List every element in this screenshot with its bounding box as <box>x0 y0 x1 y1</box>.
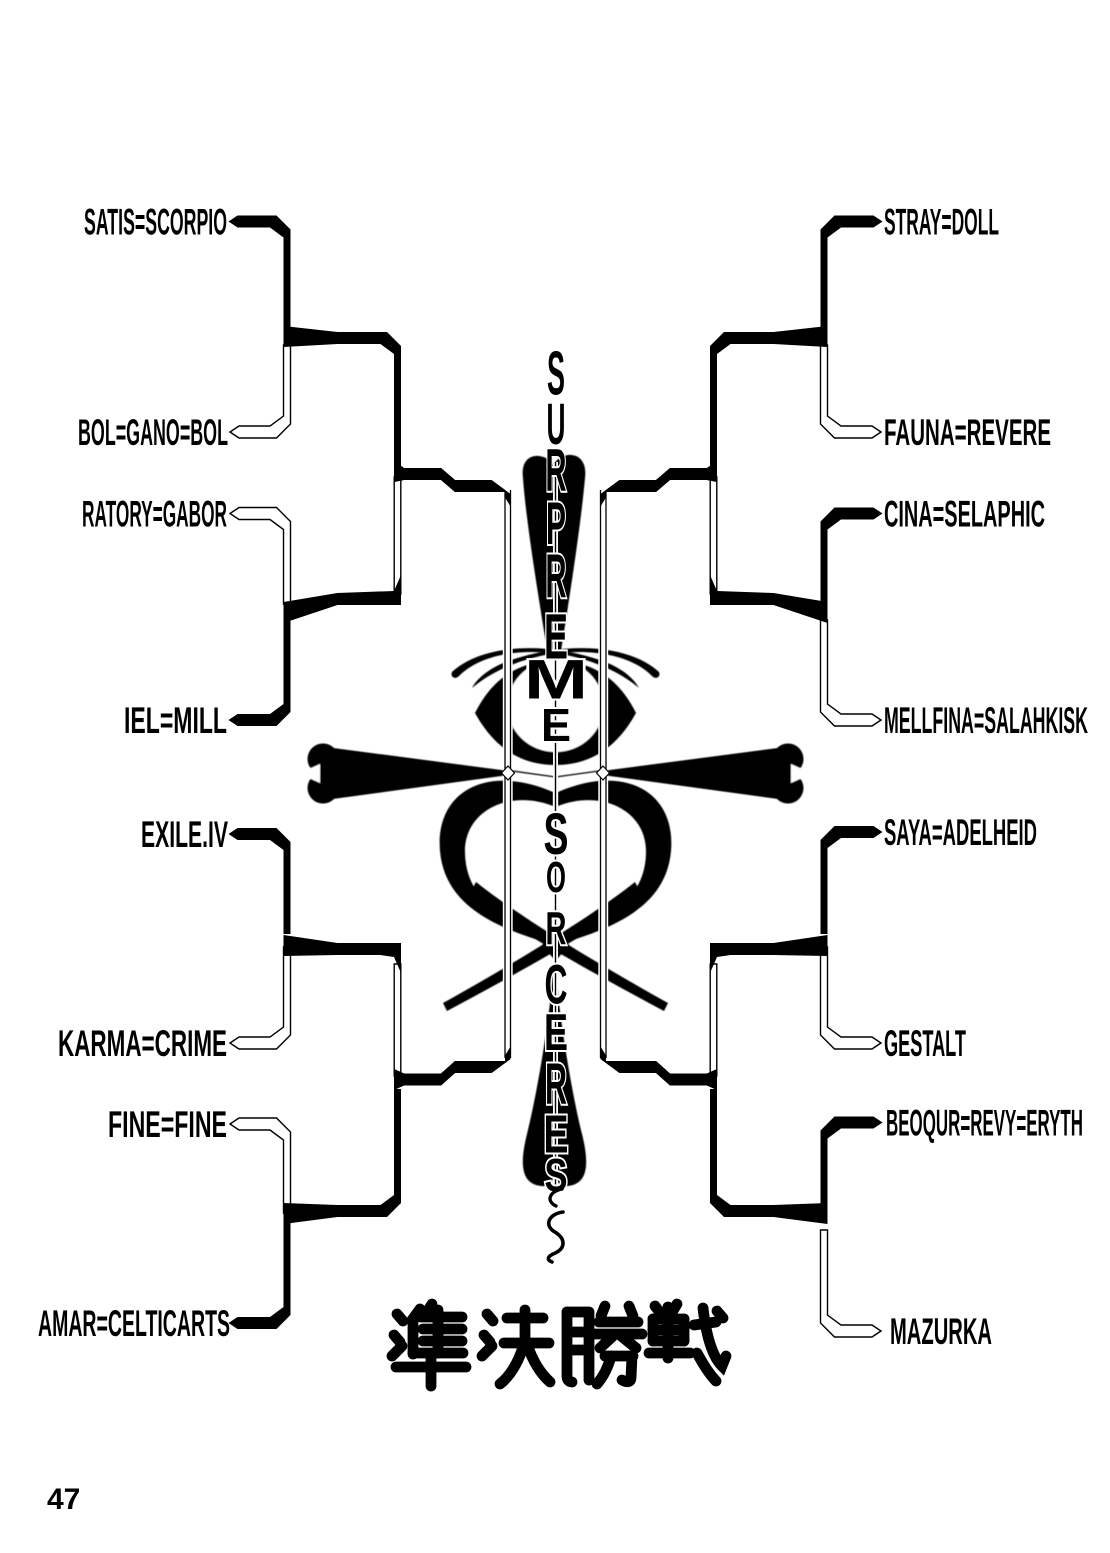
svg-text:MAZURKA: MAZURKA <box>890 1311 992 1352</box>
svg-text:EXILE.IV: EXILE.IV <box>141 814 228 855</box>
svg-text:E: E <box>541 699 571 751</box>
svg-text:BEOQUR=REVY=ERYTH: BEOQUR=REVY=ERYTH <box>886 1103 1083 1144</box>
svg-text:MELLFINA=SALAHKISK: MELLFINA=SALAHKISK <box>884 700 1088 741</box>
svg-text:KARMA=CRIME: KARMA=CRIME <box>58 1023 227 1064</box>
svg-text:AMAR=CELTICARTS: AMAR=CELTICARTS <box>38 1303 230 1344</box>
svg-text:R: R <box>546 437 567 504</box>
svg-text:S: S <box>545 1149 568 1201</box>
svg-text:R: R <box>545 1052 567 1117</box>
svg-text:S: S <box>547 340 565 409</box>
svg-text:M: M <box>524 647 588 710</box>
svg-text:GESTALT: GESTALT <box>884 1023 966 1064</box>
svg-text:IEL=MILL: IEL=MILL <box>124 700 227 741</box>
svg-text:STRAY=DOLL: STRAY=DOLL <box>884 202 999 243</box>
svg-text:E: E <box>544 1004 568 1062</box>
svg-text:E: E <box>544 600 568 672</box>
svg-text:S: S <box>544 802 569 867</box>
svg-text:E: E <box>544 1105 569 1165</box>
svg-text:C: C <box>545 952 568 1015</box>
svg-text:RATORY=GABOR: RATORY=GABOR <box>82 494 227 535</box>
svg-text:R: R <box>546 543 567 612</box>
svg-text:47: 47 <box>47 1483 80 1516</box>
svg-text:FINE=FINE: FINE=FINE <box>108 1104 227 1145</box>
svg-text:BOL=GANO=BOL: BOL=GANO=BOL <box>78 412 228 453</box>
svg-text:U: U <box>547 392 566 457</box>
svg-text:SAYA=ADELHEID: SAYA=ADELHEID <box>884 812 1037 853</box>
svg-text:R: R <box>546 902 567 954</box>
svg-text:SATIS=SCORPIO: SATIS=SCORPIO <box>84 202 227 243</box>
svg-text:FAUNA=REVERE: FAUNA=REVERE <box>884 412 1051 453</box>
svg-text:P: P <box>546 490 566 557</box>
svg-text:CINA=SELAPHIC: CINA=SELAPHIC <box>884 494 1045 535</box>
svg-text:O: O <box>546 853 566 902</box>
